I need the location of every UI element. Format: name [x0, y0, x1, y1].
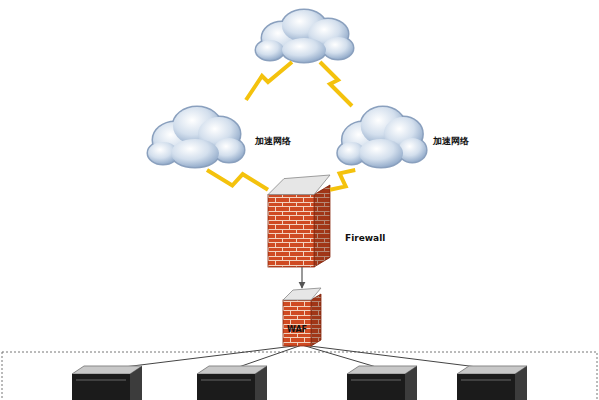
- cloud-lobe: [214, 138, 244, 162]
- tower-front: [268, 195, 314, 267]
- lightning-link: [330, 170, 355, 190]
- cloud-lobe: [398, 138, 426, 162]
- cloud-lobe: [171, 139, 219, 167]
- tower-cap: [268, 175, 330, 195]
- cloud-lobe: [398, 138, 426, 162]
- node-label: 加速网络: [433, 136, 469, 147]
- tower-side-shade: [311, 294, 321, 346]
- waf-icon: WAF: [283, 288, 321, 346]
- cloud-outline: [338, 107, 426, 167]
- brick-wall-shape: [283, 288, 321, 346]
- node-label: WAF: [283, 324, 311, 335]
- cloud-outline: [148, 107, 244, 167]
- firewall-icon: Firewall: [268, 175, 330, 267]
- cloud-shape: [145, 98, 245, 170]
- network-cloud: 加速网络: [335, 98, 427, 170]
- cloud-lobe: [359, 139, 403, 167]
- tower-side-shade: [314, 185, 330, 267]
- cloud-fill: [338, 107, 426, 167]
- node-label: 加速网络: [255, 136, 291, 147]
- network-cloud: 加速网络: [145, 98, 245, 170]
- tower-cap: [283, 288, 321, 300]
- lightning-link: [207, 170, 268, 190]
- tower-side: [314, 185, 330, 267]
- arrow-link: [301, 267, 302, 288]
- lightning-link: [246, 62, 292, 100]
- cloud-shape: [335, 98, 427, 170]
- brick-wall-shape: [268, 175, 330, 267]
- cloud-lobe: [214, 138, 244, 162]
- server-icon: [457, 366, 527, 400]
- node-label: Firewall: [345, 233, 385, 244]
- server-icon: [72, 366, 142, 400]
- cloud-lobe: [171, 139, 219, 167]
- tower-front: [283, 300, 311, 346]
- lightning-link: [320, 62, 352, 106]
- fan-out-lines: [108, 345, 493, 369]
- server-icon: [197, 366, 267, 400]
- server-icon: [347, 366, 417, 400]
- tower-side: [311, 294, 321, 346]
- cloud-fill: [148, 107, 244, 167]
- internet-cloud: [256, 10, 353, 62]
- cloud-lobe: [359, 139, 403, 167]
